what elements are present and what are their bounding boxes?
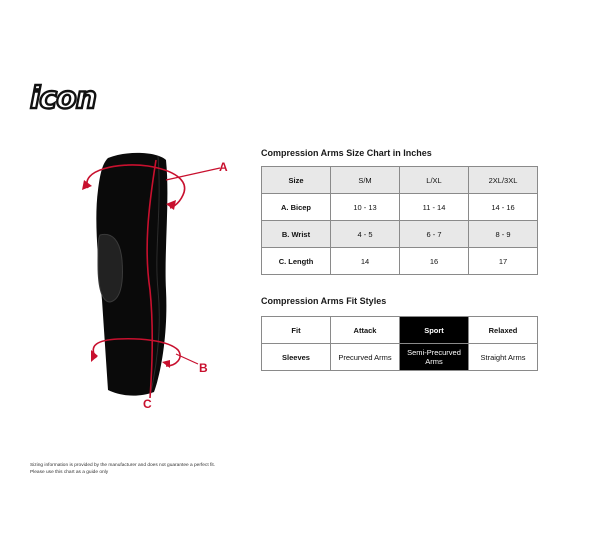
table-cell: 8 - 9 xyxy=(468,220,538,248)
table-cell: 4 - 5 xyxy=(330,220,400,248)
elbow-pad xyxy=(97,233,123,303)
footnote-line: Sizing information is provided by the ma… xyxy=(30,463,216,468)
table-cell: 14 - 16 xyxy=(468,193,538,221)
table-cell: 2XL/3XL xyxy=(468,166,538,194)
table-cell: C. Length xyxy=(261,247,331,275)
bicep-arrow-left xyxy=(82,180,92,190)
table-cell: 17 xyxy=(468,247,538,275)
table-cell: Fit xyxy=(261,316,331,344)
table-row: Sleeves Precurved Arms Semi-Precurved Ar… xyxy=(261,343,538,371)
footnote-line: Please use this chart as a guide only xyxy=(30,469,109,475)
table-cell: Relaxed xyxy=(468,316,538,344)
fit-styles-title: Compression Arms Fit Styles xyxy=(261,296,387,306)
wrist-measure-arc xyxy=(92,337,181,367)
table-cell: Sleeves xyxy=(261,343,331,371)
table-cell: Attack xyxy=(330,316,400,344)
table-row: Fit Attack Sport Relaxed xyxy=(261,316,538,344)
wrist-arrow-right xyxy=(162,360,170,368)
sizing-footnote: Sizing information is provided by the ma… xyxy=(30,463,215,476)
fit-styles-table: Fit Attack Sport Relaxed Sleeves Precurv… xyxy=(261,316,538,371)
table-row: A. Bicep 10 - 13 11 - 14 14 - 16 xyxy=(261,193,538,221)
table-cell: 6 - 7 xyxy=(399,220,469,248)
table-row: Size S/M L/XL 2XL/3XL xyxy=(261,166,538,194)
table-cell: 14 xyxy=(330,247,400,275)
table-cell: S/M xyxy=(330,166,400,194)
bicep-measure-arc xyxy=(86,164,186,209)
label-a: A xyxy=(219,160,228,174)
compression-arm-figure: A B C xyxy=(82,152,228,410)
table-cell: Straight Arms xyxy=(468,343,538,371)
table-cell: Size xyxy=(261,166,331,194)
sleeve-seam xyxy=(149,155,160,397)
size-chart-title: Compression Arms Size Chart in Inches xyxy=(261,148,432,158)
size-chart-table: Size S/M L/XL 2XL/3XL A. Bicep 10 - 13 1… xyxy=(261,166,538,275)
table-cell: A. Bicep xyxy=(261,193,331,221)
bicep-arrow-right xyxy=(166,200,176,210)
wrist-leader-line xyxy=(175,353,199,365)
table-cell-highlighted: Semi-Precurved Arms xyxy=(399,343,469,371)
table-cell-highlighted: Sport xyxy=(399,316,469,344)
label-c: C xyxy=(143,397,152,410)
table-row: B. Wrist 4 - 5 6 - 7 8 - 9 xyxy=(261,220,538,248)
table-cell: B. Wrist xyxy=(261,220,331,248)
length-line xyxy=(146,159,157,399)
table-cell: 11 - 14 xyxy=(399,193,469,221)
table-cell: Precurved Arms xyxy=(330,343,400,371)
icon-logo: icon xyxy=(29,81,98,116)
bicep-leader-line xyxy=(165,167,221,181)
label-b: B xyxy=(199,361,208,375)
table-cell: 16 xyxy=(399,247,469,275)
wrist-arrow-left xyxy=(91,350,98,362)
table-cell: 10 - 13 xyxy=(330,193,400,221)
table-row: C. Length 14 16 17 xyxy=(261,247,538,275)
table-cell: L/XL xyxy=(399,166,469,194)
